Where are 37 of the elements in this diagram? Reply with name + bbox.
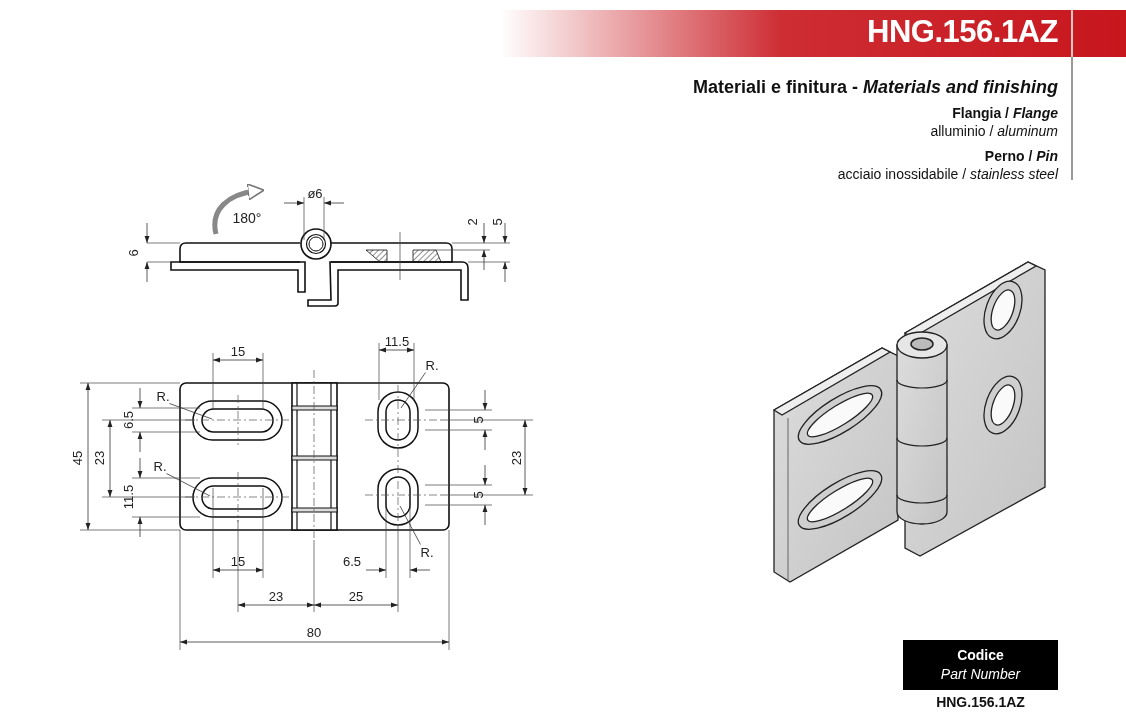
dimension-value: ø6 bbox=[307, 185, 323, 201]
dimension-value: 25 bbox=[348, 588, 364, 604]
part-number-title: HNG.156.1AZ bbox=[867, 14, 1058, 50]
rotation-angle: 180° bbox=[232, 210, 262, 226]
box-heading: Codice bbox=[957, 646, 1004, 665]
material-value: alluminio / aluminum bbox=[930, 123, 1058, 139]
radius-label: R. bbox=[153, 458, 167, 474]
dimension-value: 45 bbox=[69, 450, 85, 466]
dimension-value: 15 bbox=[230, 343, 246, 359]
leader-line bbox=[169, 403, 213, 420]
section-heading: Materiali e finitura - Materials and finishing bbox=[692, 77, 1058, 98]
dimension-value: 5 bbox=[489, 218, 505, 226]
dimension-value: 23 bbox=[508, 450, 524, 466]
radius-label: R. bbox=[425, 357, 439, 373]
material-value: acciaio inossidabile / stainless steel bbox=[837, 166, 1058, 182]
leader-line bbox=[399, 505, 421, 545]
dimension-value: 15 bbox=[230, 553, 246, 569]
dimension-value: 6.5 bbox=[120, 410, 136, 430]
material-label: Perno / Pin bbox=[984, 148, 1058, 164]
part-number-code: HNG.156.1AZ bbox=[935, 694, 1026, 710]
dimension-value: 2 bbox=[464, 218, 480, 226]
dimension-value: 11.5 bbox=[384, 333, 410, 349]
dimension-value: 6.5 bbox=[342, 553, 362, 569]
dimension-value: 11.5 bbox=[120, 484, 136, 510]
part-number-box bbox=[903, 640, 1058, 690]
leader-line bbox=[400, 372, 426, 409]
dimension-value: 5 bbox=[470, 416, 486, 424]
box-subheading: Part Number bbox=[940, 665, 1021, 684]
dimension-value: 80 bbox=[306, 624, 322, 640]
dimension-value: 6 bbox=[125, 249, 141, 257]
dimension-value: 5 bbox=[470, 491, 486, 499]
radius-label: R. bbox=[420, 544, 434, 560]
dimension-value: 23 bbox=[91, 450, 107, 466]
leader-line bbox=[166, 473, 211, 497]
radius-label: R. bbox=[156, 388, 170, 404]
material-label: Flangia / Flange bbox=[952, 105, 1058, 121]
dimension-value: 23 bbox=[268, 588, 284, 604]
